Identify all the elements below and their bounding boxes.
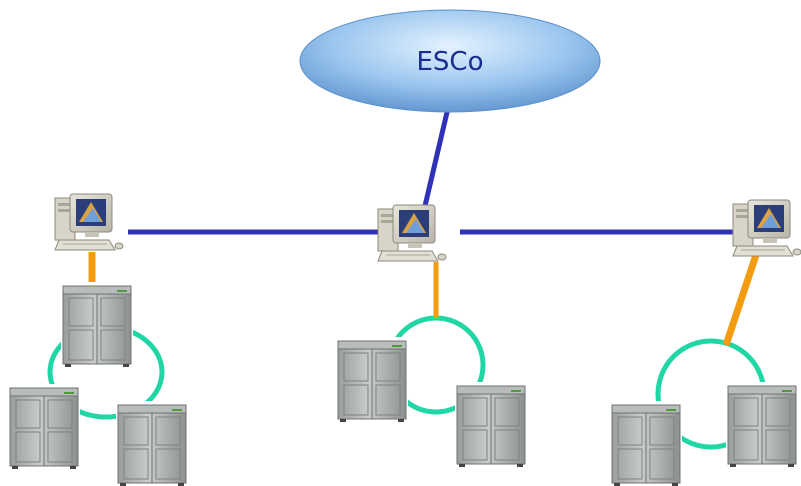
- cabinet-icon: [60, 281, 134, 369]
- equipment-cabinets: [7, 281, 799, 486]
- cabinet-icon: [609, 400, 683, 486]
- esco-node: ESCo: [299, 9, 601, 113]
- local-links: [88, 252, 760, 347]
- backbone-link-esco-center: [422, 107, 451, 207]
- desktop-computer-icon: [54, 193, 124, 251]
- desktop-computer-icon: [732, 199, 801, 257]
- backbone-links: [128, 107, 737, 235]
- cabinet-icon: [335, 336, 409, 424]
- desktop-computer-icon: [377, 204, 447, 262]
- local-link-right: [722, 253, 760, 347]
- cabinet-icon: [454, 381, 528, 469]
- cabinet-icon: [725, 381, 799, 469]
- esco-label: ESCo: [417, 47, 484, 77]
- esco-ellipse: [299, 9, 601, 113]
- cabinet-icon: [7, 383, 81, 471]
- cabinet-icon: [115, 400, 189, 486]
